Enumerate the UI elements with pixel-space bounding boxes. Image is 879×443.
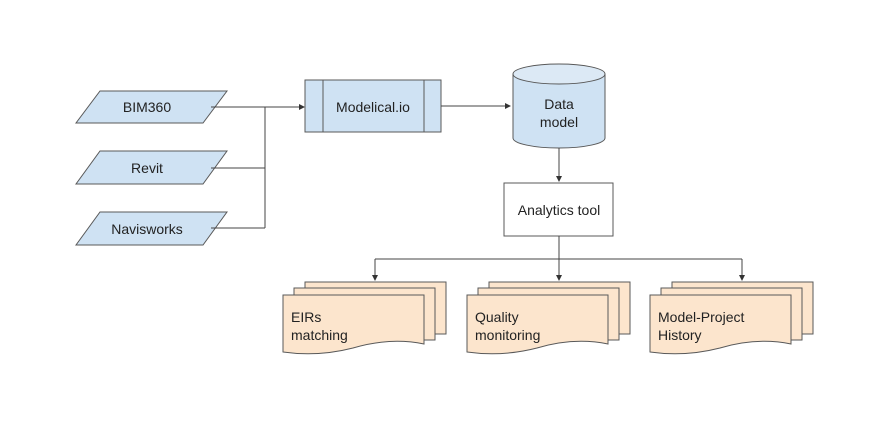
source-label: BIM360	[123, 99, 171, 115]
output-label-line2: monitoring	[475, 327, 540, 343]
datastore-data-model[interactable]: Data model	[512, 63, 606, 149]
output-eirs-matching[interactable]: EIRs matching	[282, 281, 447, 355]
output-model-project-history[interactable]: Model-Project History	[649, 281, 814, 355]
output-label-line2: matching	[291, 327, 348, 343]
tool-label: Analytics tool	[518, 202, 600, 218]
source-bim360[interactable]: BIM360	[75, 90, 228, 124]
analytics-tool[interactable]: Analytics tool	[503, 182, 614, 237]
output-label-line1: EIRs	[291, 309, 321, 325]
datastore-label-line1: Data	[544, 96, 574, 112]
source-connectors	[211, 104, 305, 229]
process-modelical[interactable]: Modelical.io	[304, 79, 442, 133]
output-label-line1: Model-Project	[658, 309, 744, 325]
output-label-line2: History	[658, 327, 702, 343]
source-navisworks[interactable]: Navisworks	[75, 211, 228, 246]
source-label: Navisworks	[111, 221, 183, 237]
process-label: Modelical.io	[336, 99, 410, 115]
output-quality-monitoring[interactable]: Quality monitoring	[466, 281, 631, 355]
datastore-label-line2: model	[540, 114, 578, 130]
source-label: Revit	[131, 160, 163, 176]
output-label-line1: Quality	[475, 309, 519, 325]
output-connectors	[372, 236, 745, 281]
source-revit[interactable]: Revit	[75, 150, 228, 185]
